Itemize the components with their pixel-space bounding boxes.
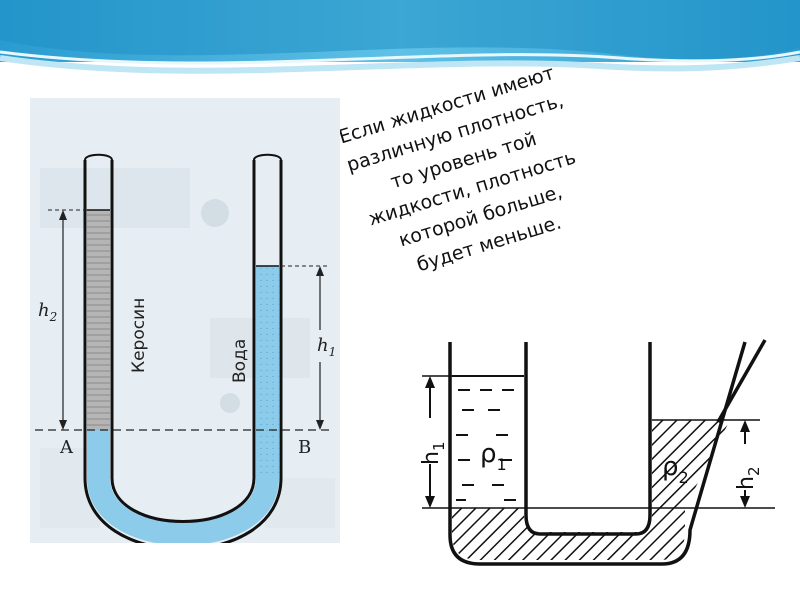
water-left-arm [87,430,110,478]
liquid-rho1 [456,389,516,501]
vessel-two-densities-diagram: h1 h2 ρ1 ρ2 [400,300,800,600]
liquid-rho2 [652,420,730,508]
water-bottom-bend [87,478,279,543]
u-tube-inner-wall [110,160,256,523]
decorative-banner [0,0,800,95]
kerosene-label: Керосин [129,298,149,373]
u-tube-outer-wall [83,160,283,543]
h1-label: h1 [419,442,448,466]
vessel-outer-wall [448,341,747,566]
point-a-label: A [59,437,74,458]
rho1-label: ρ1 [480,439,507,474]
h1-label: h1 [317,335,336,359]
water-right-arm [256,266,279,478]
h2-label: h2 [38,300,57,324]
point-b-label: B [298,437,311,458]
water-label: Вода [230,339,250,383]
kerosene-column [87,210,110,430]
vessel-inner-wall [524,342,652,536]
rho2-label: ρ2 [662,452,689,487]
h2-label: h2 [734,467,763,491]
u-tube-kerosene-water-diagram: h2 h1 Керосин Вода A B [30,98,340,543]
